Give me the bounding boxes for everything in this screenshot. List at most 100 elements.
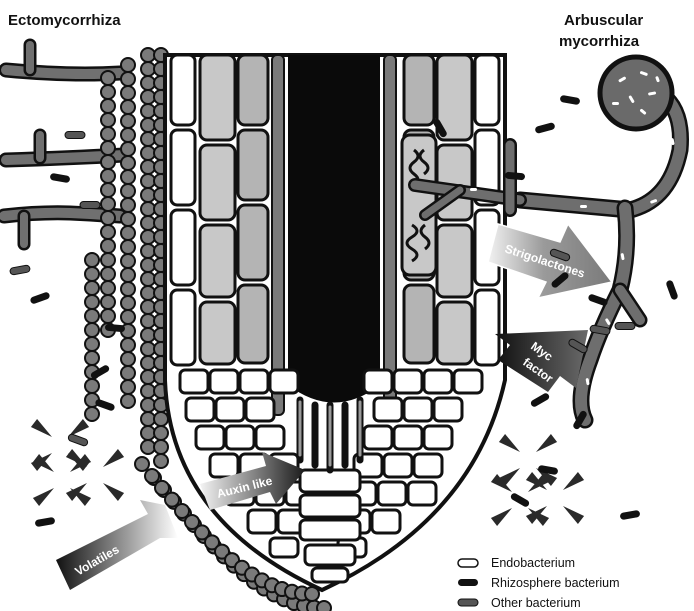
root-cap-cell <box>180 370 208 393</box>
signal-ray <box>563 506 584 524</box>
mantle-cell <box>101 281 115 295</box>
mantle-cell <box>101 71 115 85</box>
root-cap-cell <box>424 426 452 449</box>
mantle-cell <box>101 141 115 155</box>
mantle-cell <box>141 230 155 244</box>
mantle-cell <box>101 253 115 267</box>
mantle-cell <box>85 337 99 351</box>
legend-label-other: Other bacterium <box>491 596 581 610</box>
root-cap-cell <box>404 398 432 421</box>
mantle-cell <box>85 281 99 295</box>
mantle-cell <box>85 267 99 281</box>
mantle-cell <box>121 100 135 114</box>
root-cap-cell <box>248 510 276 533</box>
mantle-cell <box>85 351 99 365</box>
mantle-cell <box>121 58 135 72</box>
rhizosphere-bacterium <box>587 293 608 306</box>
mantle-cell <box>101 99 115 113</box>
mantle-cell <box>101 239 115 253</box>
mantle-cell <box>145 469 159 483</box>
mantle-cell <box>121 310 135 324</box>
mantle-cell <box>101 225 115 239</box>
legend-item-rhizosphere: Rhizosphere bacterium <box>458 576 620 590</box>
mantle-cell <box>121 170 135 184</box>
root-cap-cell <box>454 370 482 393</box>
root-cap-cell <box>256 426 284 449</box>
mantle-cell <box>141 328 155 342</box>
mantle-cell <box>121 268 135 282</box>
mantle-cell <box>101 155 115 169</box>
signal-ray <box>103 449 124 467</box>
root-cap-cell <box>226 426 254 449</box>
mantle-cell <box>141 90 155 104</box>
mantle-cell <box>165 493 179 507</box>
root-cap-cell <box>364 370 392 393</box>
arbuscular-label-line2: mycorrhiza <box>559 33 640 50</box>
mantle-cell <box>121 212 135 226</box>
mantle-cell <box>141 398 155 412</box>
mantle-cell <box>141 48 155 62</box>
mantle-cell <box>141 342 155 356</box>
mantle-cell <box>85 323 99 337</box>
mantle-cell <box>121 72 135 86</box>
mantle-cell <box>154 412 168 426</box>
mantle-cell <box>141 244 155 258</box>
mantle-cell <box>154 454 168 468</box>
mantle-cell <box>121 184 135 198</box>
other-bacterium <box>67 433 88 446</box>
mantle-cell <box>121 352 135 366</box>
root-cap-cell <box>372 510 400 533</box>
root-cap-cell <box>300 520 360 540</box>
ectomycorrhiza-label: Ectomycorrhiza <box>8 12 121 29</box>
root-cap-cell <box>384 454 412 477</box>
mantle-cell <box>101 183 115 197</box>
mantle-cell <box>121 394 135 408</box>
signal-ray <box>491 508 512 526</box>
signal-ray <box>33 488 54 506</box>
mantle-cell <box>141 314 155 328</box>
mantle-cell <box>141 160 155 174</box>
legend-item-endobacterium: Endobacterium <box>458 556 575 570</box>
mantle-cell <box>101 127 115 141</box>
root-cap-cell <box>434 398 462 421</box>
mantle-cell <box>85 295 99 309</box>
legend: Endobacterium Rhizosphere bacterium Othe… <box>458 556 620 610</box>
root-cap-cell <box>300 495 360 517</box>
legend-label-rhizosphere: Rhizosphere bacterium <box>491 576 620 590</box>
other-bacterium <box>615 323 635 330</box>
mantle-cell <box>101 295 115 309</box>
mantle-cell <box>141 146 155 160</box>
root <box>165 55 505 590</box>
root-cap-cell <box>210 454 238 477</box>
root-cap-cell <box>312 568 348 582</box>
root-cap-cell <box>196 426 224 449</box>
mantle-cell <box>121 128 135 142</box>
arbuscular-label-line1: Arbuscular <box>564 12 643 29</box>
root-cap-cell <box>374 398 402 421</box>
mantle-cell <box>155 481 169 495</box>
root-cap-cell <box>408 482 436 505</box>
mantle-cell <box>141 188 155 202</box>
am-spore <box>600 57 672 129</box>
mantle-cell <box>121 282 135 296</box>
mantle-cell <box>141 412 155 426</box>
root-cap-cell <box>246 398 274 421</box>
rhizosphere-bacterium-icon <box>458 579 478 586</box>
rhizosphere-bacterium <box>510 492 531 508</box>
mantle-cell <box>121 226 135 240</box>
mantle-cell <box>141 370 155 384</box>
mantle-cell <box>141 104 155 118</box>
root-cap-cell <box>240 370 268 393</box>
mantle-cell <box>101 309 115 323</box>
rhizosphere-bacterium <box>50 173 71 183</box>
root-cap-cell <box>424 370 452 393</box>
mantle-cell <box>317 601 331 611</box>
mantle-cell <box>85 253 99 267</box>
mantle-cell <box>141 426 155 440</box>
mantle-cell <box>85 407 99 421</box>
mantle-cell <box>141 258 155 272</box>
endobacterium-icon <box>458 559 478 567</box>
mantle-cell <box>154 440 168 454</box>
mantle-cell <box>121 296 135 310</box>
mantle-cell <box>121 156 135 170</box>
